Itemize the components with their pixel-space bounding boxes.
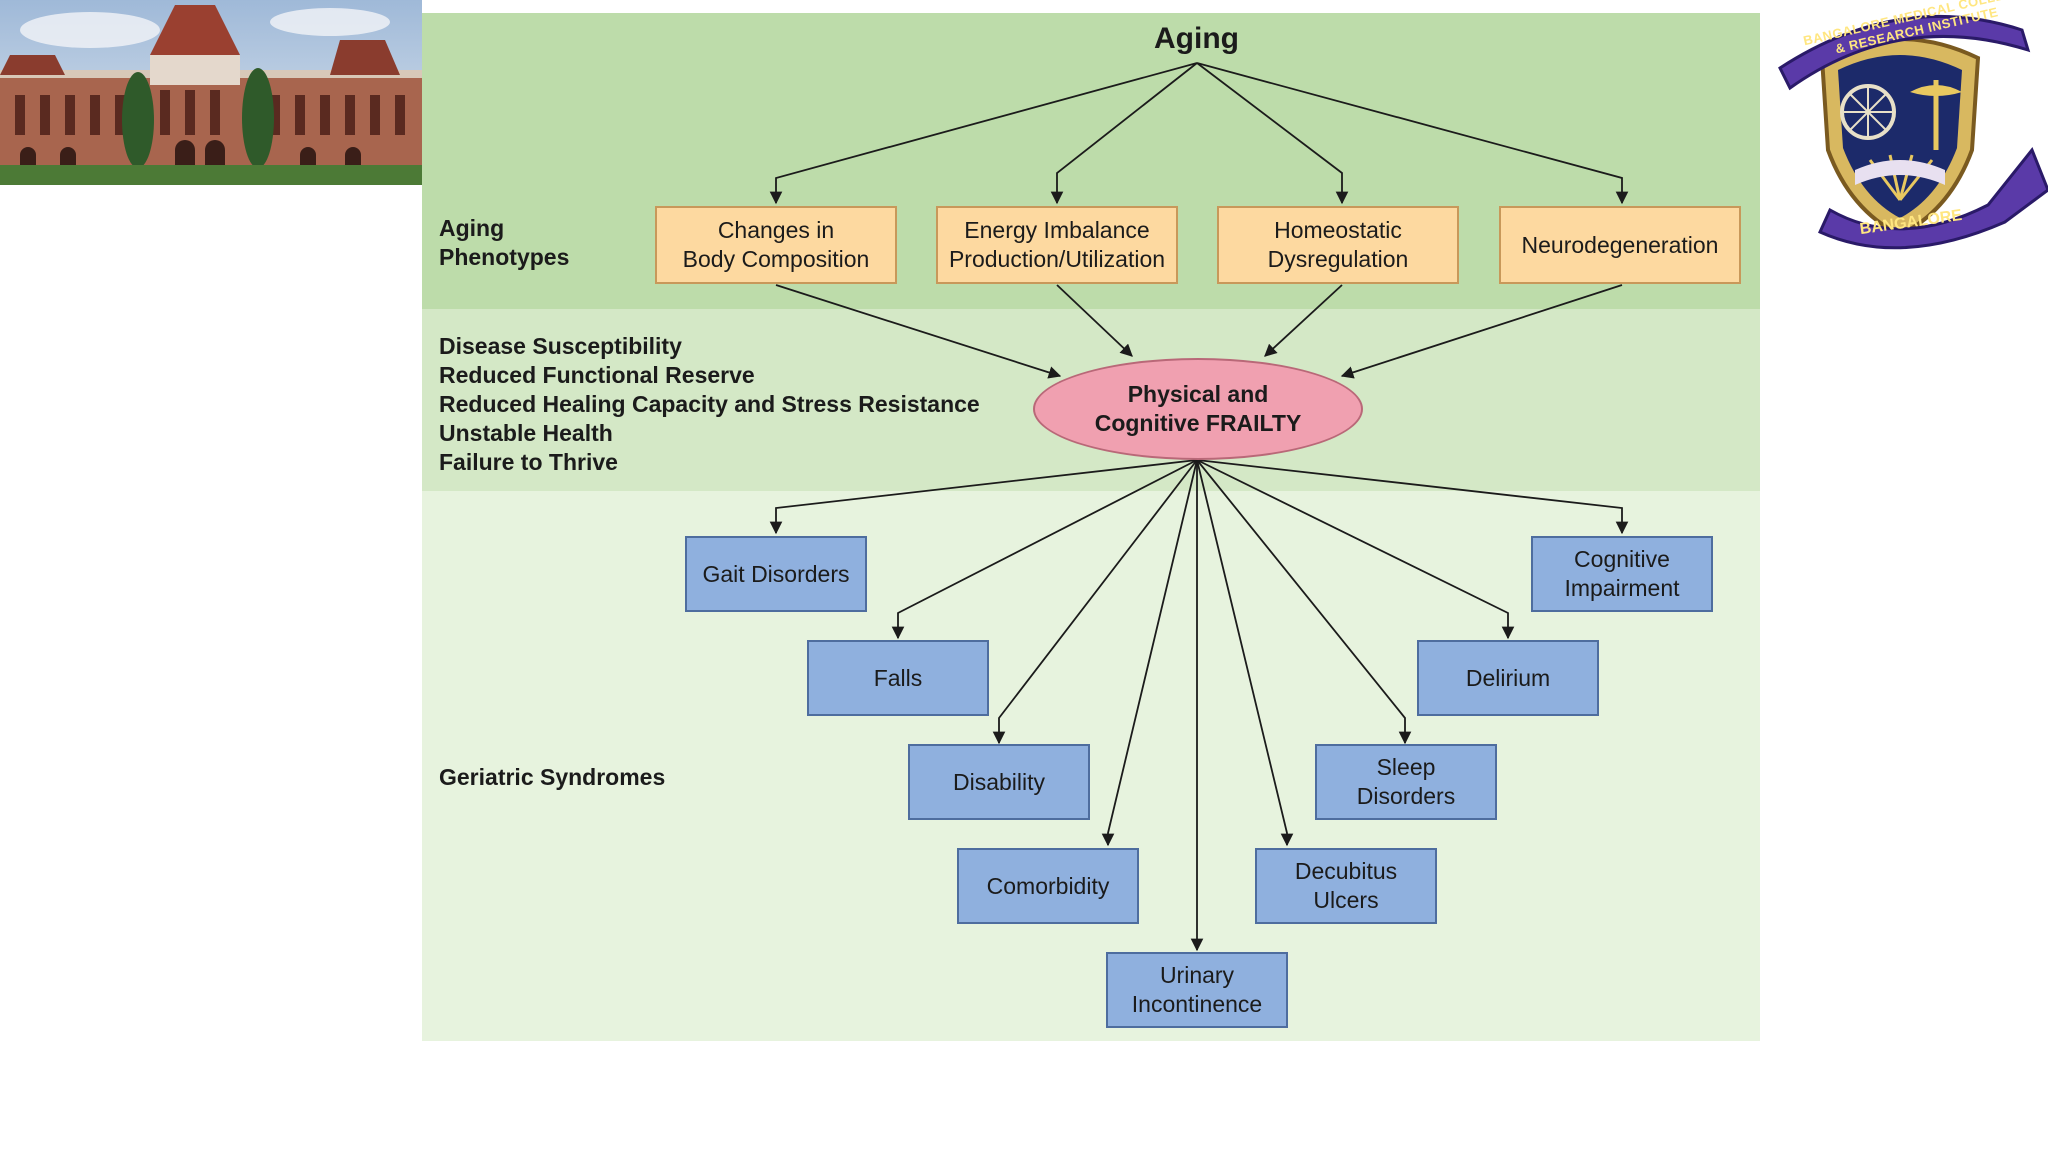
syndrome-cognitive-impairment: Cognitive Impairment bbox=[1531, 536, 1713, 612]
arrow-aging-to-homeostatic bbox=[1196, 62, 1349, 205]
row-label-phenotypes: Aging Phenotypes bbox=[439, 215, 570, 270]
arrow-aging-to-body-composition bbox=[769, 62, 1198, 205]
consequence-4: Unstable Health bbox=[439, 420, 613, 446]
syndrome-delirium: Delirium bbox=[1417, 640, 1599, 716]
arrow-frailty-to-delirium bbox=[1196, 459, 1515, 640]
arrow-frailty-to-decubitus bbox=[1196, 459, 1294, 847]
syndrome-sleep-disorders: Sleep Disorders bbox=[1315, 744, 1497, 820]
syndrome-comorbidity: Comorbidity bbox=[957, 848, 1139, 924]
diagram-arrows bbox=[769, 62, 1629, 952]
row-label-syndromes: Geriatric Syndromes bbox=[439, 764, 666, 790]
phenotype-neurodegeneration: Neurodegeneration bbox=[1499, 206, 1741, 284]
frailty-ellipse: Physical and Cognitive FRAILTY bbox=[1033, 358, 1363, 460]
campus-photo bbox=[0, 0, 422, 185]
arrow-frailty-to-cognitive bbox=[1196, 459, 1629, 535]
syndrome-decubitus-ulcers: Decubitus Ulcers bbox=[1255, 848, 1437, 924]
arrow-frailty-to-disability bbox=[992, 459, 1198, 745]
arrow-body-composition-to-frailty bbox=[775, 284, 1062, 379]
arrow-frailty-to-gait bbox=[769, 459, 1198, 535]
arrow-frailty-to-comorbidity bbox=[1101, 459, 1198, 847]
syndrome-urinary-incontinence: Urinary Incontinence bbox=[1106, 952, 1288, 1028]
syndrome-gait-disorders: Gait Disorders bbox=[685, 536, 867, 612]
phenotype-body-composition: Changes in Body Composition bbox=[655, 206, 897, 284]
phenotype-homeostatic-dysregulation: Homeostatic Dysregulation bbox=[1217, 206, 1459, 284]
phenotype-energy-imbalance: Energy Imbalance Production/Utilization bbox=[936, 206, 1178, 284]
arrow-aging-to-neurodegeneration bbox=[1196, 62, 1629, 205]
college-logo: BANGALORE MEDICAL COLLEGE & RESEARCH INS… bbox=[1760, 0, 2048, 252]
consequence-3: Reduced Healing Capacity and Stress Resi… bbox=[439, 391, 980, 417]
arrow-neurodegeneration-to-frailty bbox=[1340, 284, 1623, 379]
syndrome-falls: Falls bbox=[807, 640, 989, 716]
syndrome-disability: Disability bbox=[908, 744, 1090, 820]
arrow-energy-imbalance-to-frailty bbox=[1056, 284, 1133, 357]
arrow-homeostatic-to-frailty bbox=[1264, 284, 1343, 357]
diagram-title: Aging bbox=[1154, 22, 1239, 55]
consequence-2: Reduced Functional Reserve bbox=[439, 362, 755, 388]
consequence-1: Disease Susceptibility bbox=[439, 333, 682, 359]
consequence-5: Failure to Thrive bbox=[439, 449, 618, 475]
arrow-frailty-to-falls bbox=[891, 459, 1198, 640]
arrow-frailty-to-sleep bbox=[1196, 459, 1412, 745]
arrow-aging-to-energy-imbalance bbox=[1050, 62, 1198, 205]
frailty-diagram: Aging Aging Phenotypes Disease Susceptib… bbox=[422, 13, 1760, 1041]
